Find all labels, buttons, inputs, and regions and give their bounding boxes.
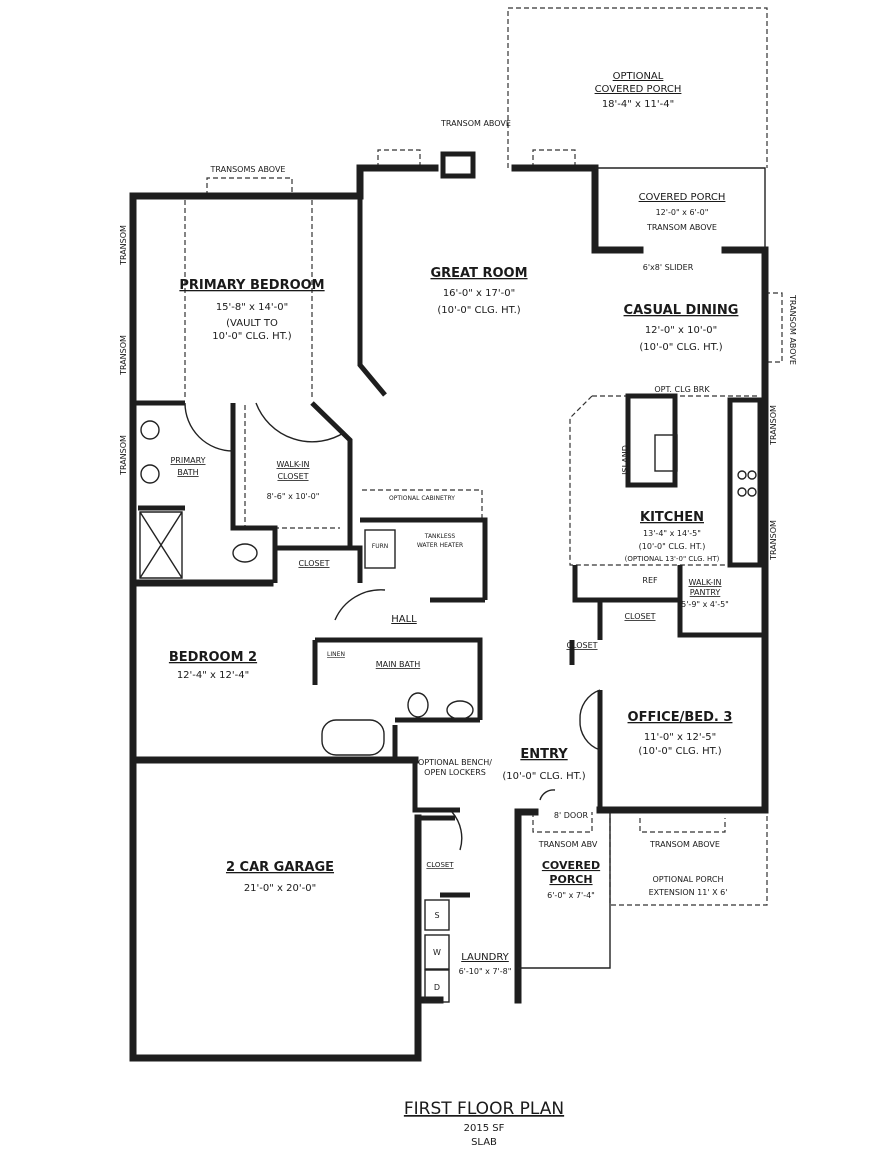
plan-title: FIRST FLOOR PLAN — [404, 1099, 564, 1119]
rear-porch-dims: 12'-0" x 6'-0" — [656, 208, 709, 217]
great-room-name: GREAT ROOM — [430, 266, 527, 281]
room-labels: OPTIONAL COVERED PORCH 18'-4" x 11'-4" T… — [119, 71, 797, 1148]
linen-label: LINEN — [327, 651, 345, 658]
entry-ceiling: (10'-0" CLG. HT.) — [502, 771, 585, 782]
ref-label: REF — [642, 576, 658, 585]
front-porch-dims: 6'-0" x 7'-4" — [547, 891, 595, 900]
great-room-dims: 16'-0" x 17'-0" — [443, 288, 515, 299]
office-ceiling: (10'-0" CLG. HT.) — [638, 746, 721, 757]
island-label: ISLAND — [621, 445, 630, 475]
sink-label: S — [434, 911, 439, 920]
dryer-label: D — [434, 983, 440, 992]
rear-porch-name: COVERED PORCH — [639, 192, 726, 203]
closet-label-hall: CLOSET — [298, 559, 329, 568]
transom-above-right: TRANSOM ABOVE — [788, 294, 797, 365]
bench-label: OPTIONAL BENCH/ — [418, 758, 492, 767]
transom-left-3: TRANSOM — [119, 435, 128, 476]
walk-in-closet-label: WALK-IN — [276, 460, 309, 469]
kitchen-dims: 13'-4" x 14'-5" — [643, 529, 701, 538]
primary-bedroom-note: (VAULT TO — [226, 318, 278, 329]
pantry-label: WALK-IN — [688, 578, 721, 587]
interior-walls — [133, 168, 765, 898]
front-porch-name-2: PORCH — [549, 873, 592, 886]
transom-abv-label: TRANSOM ABV — [538, 840, 598, 849]
entry-name: ENTRY — [520, 747, 568, 762]
door-8-label: 8' DOOR — [554, 811, 589, 820]
transom-above-front: TRANSOM ABOVE — [649, 840, 720, 849]
great-room-ceiling: (10'-0" CLG. HT.) — [437, 305, 520, 316]
office-name: OFFICE/BED. 3 — [628, 710, 733, 725]
closet-label-laundry: CLOSET — [426, 861, 454, 869]
laundry-name: LAUNDRY — [461, 952, 509, 963]
garage-dims: 21'-0" x 20'-0" — [244, 883, 316, 894]
closet-label-office: CLOSET — [624, 612, 655, 621]
fireplace — [440, 151, 476, 179]
front-porch-name: COVERED — [542, 859, 600, 872]
hall-label: HALL — [391, 614, 417, 625]
opt-clg-brk: OPT. CLG BRK — [654, 385, 710, 394]
transom-right-1: TRANSOM — [769, 405, 778, 446]
primary-bath-label-2: BATH — [177, 468, 198, 477]
optional-covered-porch-label: OPTIONAL — [613, 71, 664, 82]
optional-covered-porch-label-2: COVERED PORCH — [595, 84, 682, 95]
transom-above-top: TRANSOM ABOVE — [440, 119, 511, 128]
garage-name: 2 CAR GARAGE — [226, 860, 334, 875]
casual-dining-dims: 12'-0" x 10'-0" — [645, 325, 717, 336]
lockers-label: OPEN LOCKERS — [424, 768, 486, 777]
primary-bedroom-note-2: 10'-0" CLG. HT.) — [212, 331, 292, 342]
washer-label: W — [433, 948, 441, 957]
fixtures — [139, 402, 757, 1003]
transom-left-1: TRANSOM — [119, 225, 128, 266]
pantry-label-2: PANTRY — [690, 588, 721, 597]
plan-foundation: SLAB — [471, 1137, 497, 1148]
rear-porch-transom: TRANSOM ABOVE — [646, 223, 717, 232]
primary-bedroom-dims: 15'-8" x 14'-0" — [216, 302, 288, 313]
kitchen-optional: (OPTIONAL 13'-0" CLG. HT) — [625, 555, 720, 563]
front-porch-outline — [518, 812, 611, 969]
casual-dining-ceiling: (10'-0" CLG. HT.) — [639, 342, 722, 353]
primary-bath-label: PRIMARY — [170, 456, 205, 465]
closet-label-entry: CLOSET — [566, 641, 597, 650]
optional-covered-porch-dims: 18'-4" x 11'-4" — [602, 99, 674, 110]
walk-in-closet-dims: 8'-6" x 10'-0" — [267, 492, 320, 501]
main-bath-label: MAIN BATH — [376, 660, 421, 669]
porch-extension-label-2: EXTENSION 11' X 6' — [649, 888, 728, 897]
kitchen-name: KITCHEN — [640, 510, 704, 525]
transom-left-2: TRANSOM — [119, 335, 128, 376]
laundry-dims: 6'-10" x 7'-8" — [459, 967, 512, 976]
casual-dining-name: CASUAL DINING — [624, 303, 739, 318]
transom-right-2: TRANSOM — [769, 520, 778, 561]
rear-porch-outline — [595, 167, 766, 250]
plan-area: 2015 SF — [464, 1123, 505, 1134]
office-dims: 11'-0" x 12'-5" — [644, 732, 716, 743]
bedroom-2-name: BEDROOM 2 — [169, 650, 257, 665]
pantry-dims: 5'-9" x 4'-5" — [681, 600, 729, 609]
walk-in-closet-label-2: CLOSET — [277, 472, 308, 481]
kitchen-ceiling: (10'-0" CLG. HT.) — [639, 542, 706, 551]
slider-label: 6'x8' SLIDER — [643, 263, 694, 272]
transoms-above: TRANSOMS ABOVE — [210, 165, 286, 174]
primary-bedroom-name: PRIMARY BEDROOM — [179, 278, 324, 293]
furnace-label: FURN — [372, 543, 389, 550]
bedroom-2-dims: 12'-4" x 12'-4" — [177, 670, 249, 681]
water-heater-label: WATER HEATER — [417, 542, 463, 549]
optional-cabinetry: OPTIONAL CABINETRY — [389, 495, 455, 502]
tankless-label: TANKLESS — [424, 533, 456, 540]
porch-extension-label: OPTIONAL PORCH — [652, 875, 723, 884]
